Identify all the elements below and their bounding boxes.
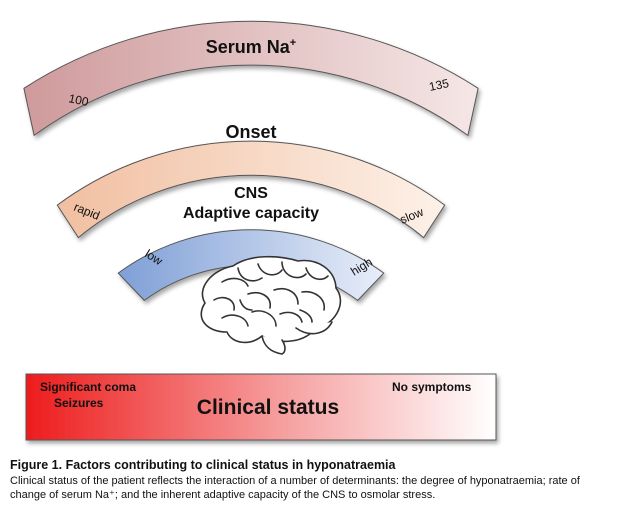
clinical-status-bar: Significant coma Seizures Clinical statu…: [25, 373, 497, 441]
serum-na-low-label: 100: [67, 91, 90, 109]
cns-subtitle: Adaptive capacity: [183, 205, 319, 222]
figure-caption: Figure 1. Factors contributing to clinic…: [10, 457, 618, 502]
serum-na-band: Serum Na+ 100 135: [23, 20, 479, 137]
clinical-right-label: No symptoms: [392, 380, 472, 394]
clinical-status-title: Clinical status: [197, 396, 339, 419]
caption-title: Figure 1. Factors contributing to clinic…: [10, 458, 396, 472]
clinical-left-line2: Seizures: [54, 396, 104, 410]
cns-title: CNS: [234, 185, 268, 202]
onset-band: Onset rapid slow: [56, 122, 446, 239]
caption-body: Clinical status of the patient reflects …: [10, 475, 580, 501]
clinical-left-line1: Significant coma: [40, 380, 136, 394]
serum-na-title: Serum Na+: [206, 37, 296, 57]
hyponatraemia-diagram: Serum Na+ 100 135 Onset rapid slow CNS A…: [23, 20, 497, 441]
brain-icon: [200, 255, 342, 355]
onset-title: Onset: [225, 122, 276, 142]
serum-na-high-label: 135: [428, 76, 451, 94]
